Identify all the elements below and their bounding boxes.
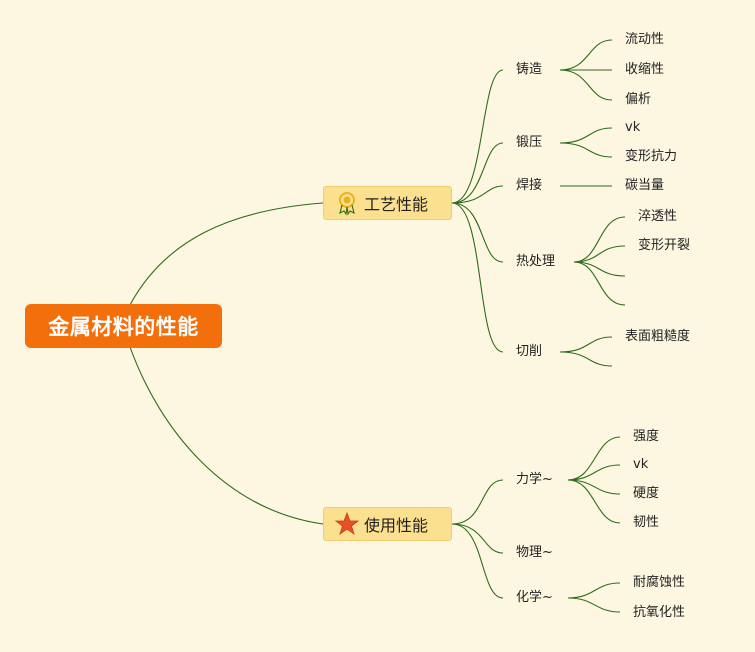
leaf-deformation-resistance[interactable]: 变形抗力 (625, 149, 678, 164)
subtopic-welding[interactable]: 焊接 (516, 178, 543, 193)
subtopic-heat-treatment[interactable]: 热处理 (516, 254, 556, 269)
subtopic-chemical[interactable]: 化学~ (516, 590, 553, 605)
subtopic-mechanical[interactable]: 力学~ (516, 472, 553, 487)
star-icon (334, 511, 360, 537)
branch-label: 工艺性能 (364, 195, 429, 214)
leaf-segregation[interactable]: 偏析 (625, 92, 652, 107)
subtopic-casting[interactable]: 铸造 (516, 62, 543, 77)
branch-craft-performance[interactable]: 工艺性能 (323, 186, 452, 220)
leaf-carbon-equivalent[interactable]: 碳当量 (625, 178, 665, 193)
subtopic-forging[interactable]: 锻压 (516, 135, 543, 150)
leaf-deformation-cracking[interactable]: 变形开裂 (638, 238, 691, 253)
award-medal-icon (334, 190, 360, 216)
leaf-shrinkage[interactable]: 收缩性 (625, 62, 665, 77)
subtopic-cutting[interactable]: 切削 (516, 344, 543, 359)
leaf-vk[interactable]: vk (633, 457, 649, 472)
branch-label: 使用性能 (364, 516, 429, 535)
leaf-vk[interactable]: vk (625, 120, 641, 135)
connector-root-craft (129, 202, 324, 306)
leaf-strength[interactable]: 强度 (633, 429, 660, 444)
leaf-corrosion-resistance[interactable]: 耐腐蚀性 (633, 575, 686, 590)
leaf-oxidation-resistance[interactable]: 抗氧化性 (633, 605, 686, 620)
connector-root-use (129, 346, 324, 525)
leaf-surface-roughness[interactable]: 表面粗糙度 (625, 329, 691, 344)
leaf-fluidity[interactable]: 流动性 (625, 32, 665, 47)
root-topic[interactable]: 金属材料的性能 (25, 304, 222, 348)
subtopic-physical[interactable]: 物理~ (516, 545, 553, 560)
leaf-toughness[interactable]: 韧性 (633, 515, 660, 530)
leaf-hardness[interactable]: 硬度 (633, 486, 660, 501)
leaf-hardenability[interactable]: 淬透性 (638, 209, 678, 224)
branch-use-performance[interactable]: 使用性能 (323, 507, 452, 541)
